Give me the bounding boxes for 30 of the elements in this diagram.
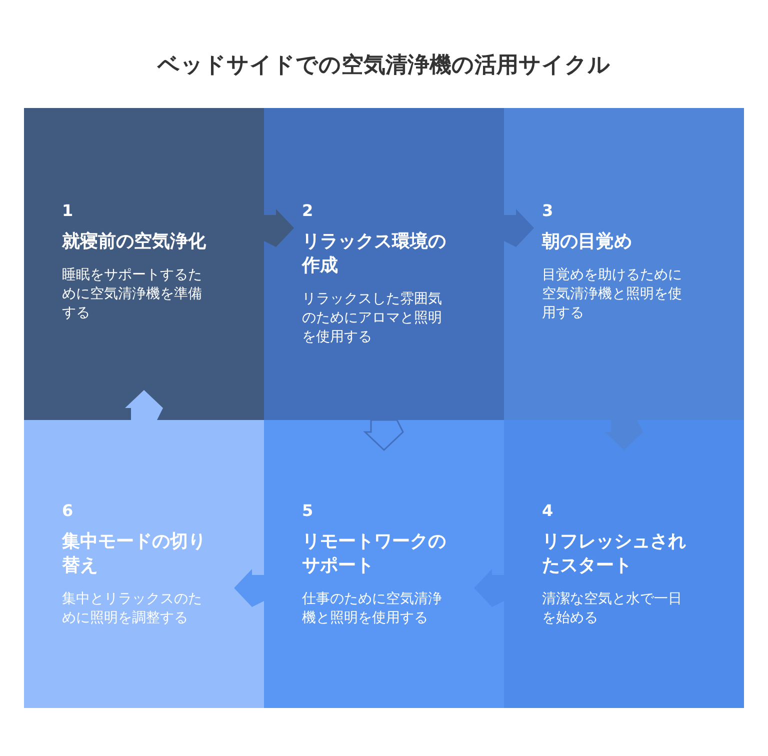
step-panel — [24, 420, 264, 708]
step-number: 1 — [62, 201, 74, 220]
step-description: 仕事のために空気清浄機と照明を使用する — [302, 590, 443, 628]
step-number: 4 — [542, 501, 554, 520]
step-heading: 朝の目覚め — [542, 230, 633, 254]
arrow — [234, 569, 264, 607]
step-description: 清潔な空気と水で一日を始める — [542, 590, 683, 628]
step-heading: リフレッシュされたスタート — [542, 530, 687, 578]
arrow — [264, 209, 294, 247]
step-panel — [504, 108, 744, 420]
step-number: 5 — [302, 501, 314, 520]
arrow — [363, 419, 404, 452]
step-heading: リモートワークのサポート — [302, 530, 447, 578]
step-number: 2 — [302, 201, 314, 220]
step-panel — [504, 420, 744, 708]
arrow — [504, 209, 534, 247]
step-heading: リラックス環境の作成 — [302, 230, 447, 278]
step-panel — [264, 420, 504, 708]
step-panel — [264, 108, 504, 420]
step-description: 目覚めを助けるために空気清浄機と照明を使用する — [542, 266, 683, 323]
diagram-title: ベッドサイドでの空気清浄機の活用サイクル — [156, 52, 612, 80]
step-description: 睡眠をサポートするために空気清浄機を準備する — [62, 266, 203, 323]
step-description: 集中とリラックスのために照明を調整する — [62, 590, 203, 628]
step-number: 6 — [62, 501, 74, 520]
step-number: 3 — [542, 201, 554, 220]
step-description: リラックスした雰囲気のためにアロマと照明を使用する — [302, 290, 443, 347]
step-heading: 集中モードの切り替え — [62, 530, 207, 578]
step-heading: 就寝前の空気浄化 — [62, 230, 207, 254]
arrow — [125, 390, 163, 420]
step-panel — [24, 108, 264, 420]
